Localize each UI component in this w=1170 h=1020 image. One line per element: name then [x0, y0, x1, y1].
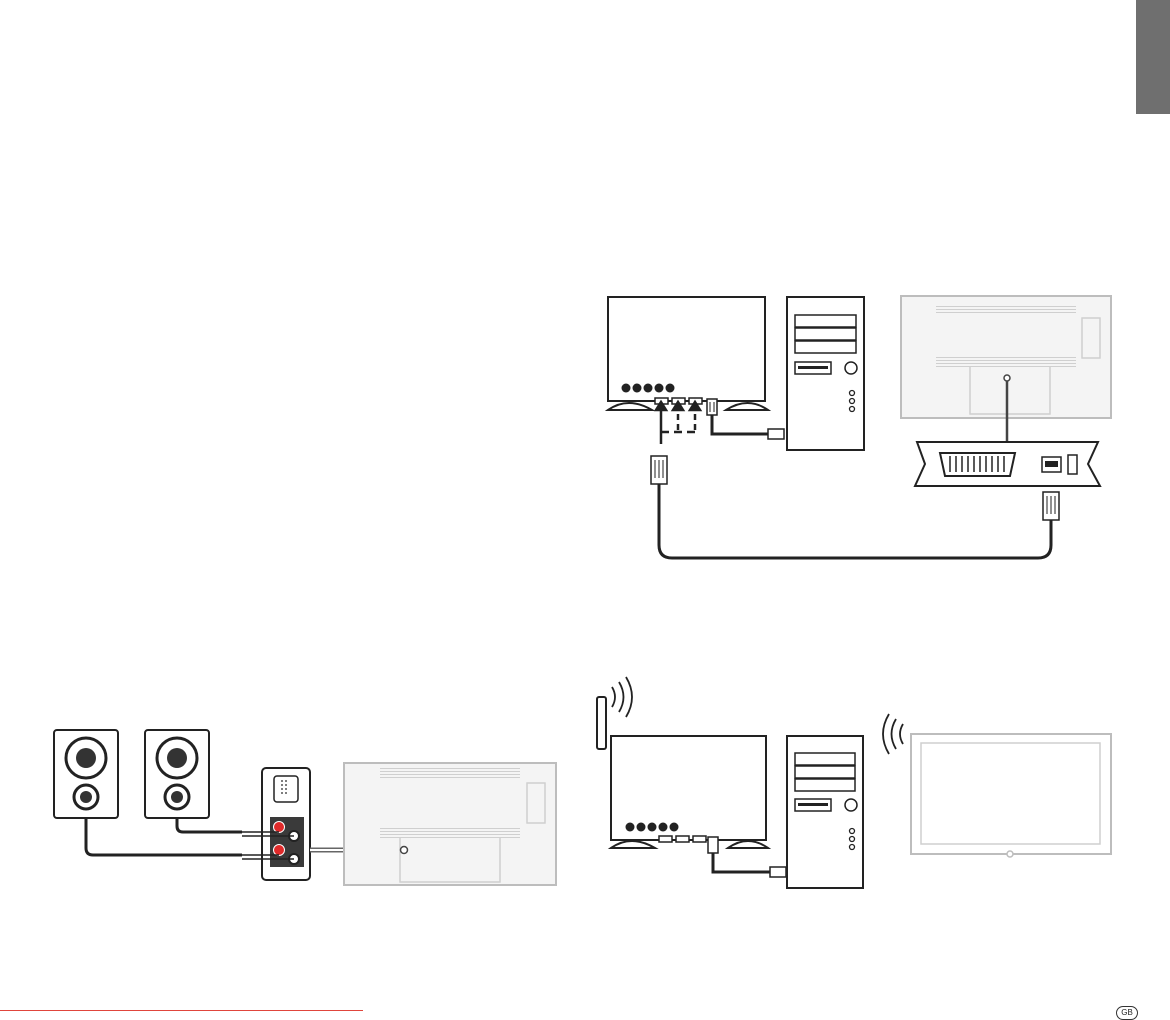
port-arrows: [656, 402, 700, 444]
rj45-plug-icon: [707, 399, 717, 415]
rj45-plug-icon: [768, 429, 784, 439]
wifi-waves-icon: [612, 677, 632, 717]
wired-network-diagram: [608, 296, 1111, 558]
footer-rule: [0, 1010, 363, 1011]
tv-back-icon: [344, 763, 556, 885]
scart-adapter-icon: [915, 442, 1100, 486]
speaker-icon: [145, 730, 209, 818]
wifi-antenna-icon: [597, 697, 606, 749]
router-icon: [611, 736, 768, 848]
audio-output-diagram: [54, 730, 556, 885]
country-badge: GB: [1116, 1006, 1138, 1020]
computer-tower-icon: [787, 736, 863, 888]
speaker-icon: [54, 730, 118, 818]
rj45-plug-icon: [770, 867, 786, 877]
wireless-network-diagram: [597, 677, 1111, 888]
audio-adapter-icon: [262, 768, 310, 880]
tv-back-icon: [901, 296, 1111, 442]
computer-tower-icon: [787, 297, 864, 450]
rj45-plug-icon: [651, 456, 667, 484]
router-icon: [608, 297, 768, 410]
rj45-plug-icon: [1043, 492, 1059, 520]
tv-front-icon: [911, 734, 1111, 857]
rj45-plug-icon: [708, 837, 718, 853]
wifi-waves-icon: [883, 714, 903, 754]
